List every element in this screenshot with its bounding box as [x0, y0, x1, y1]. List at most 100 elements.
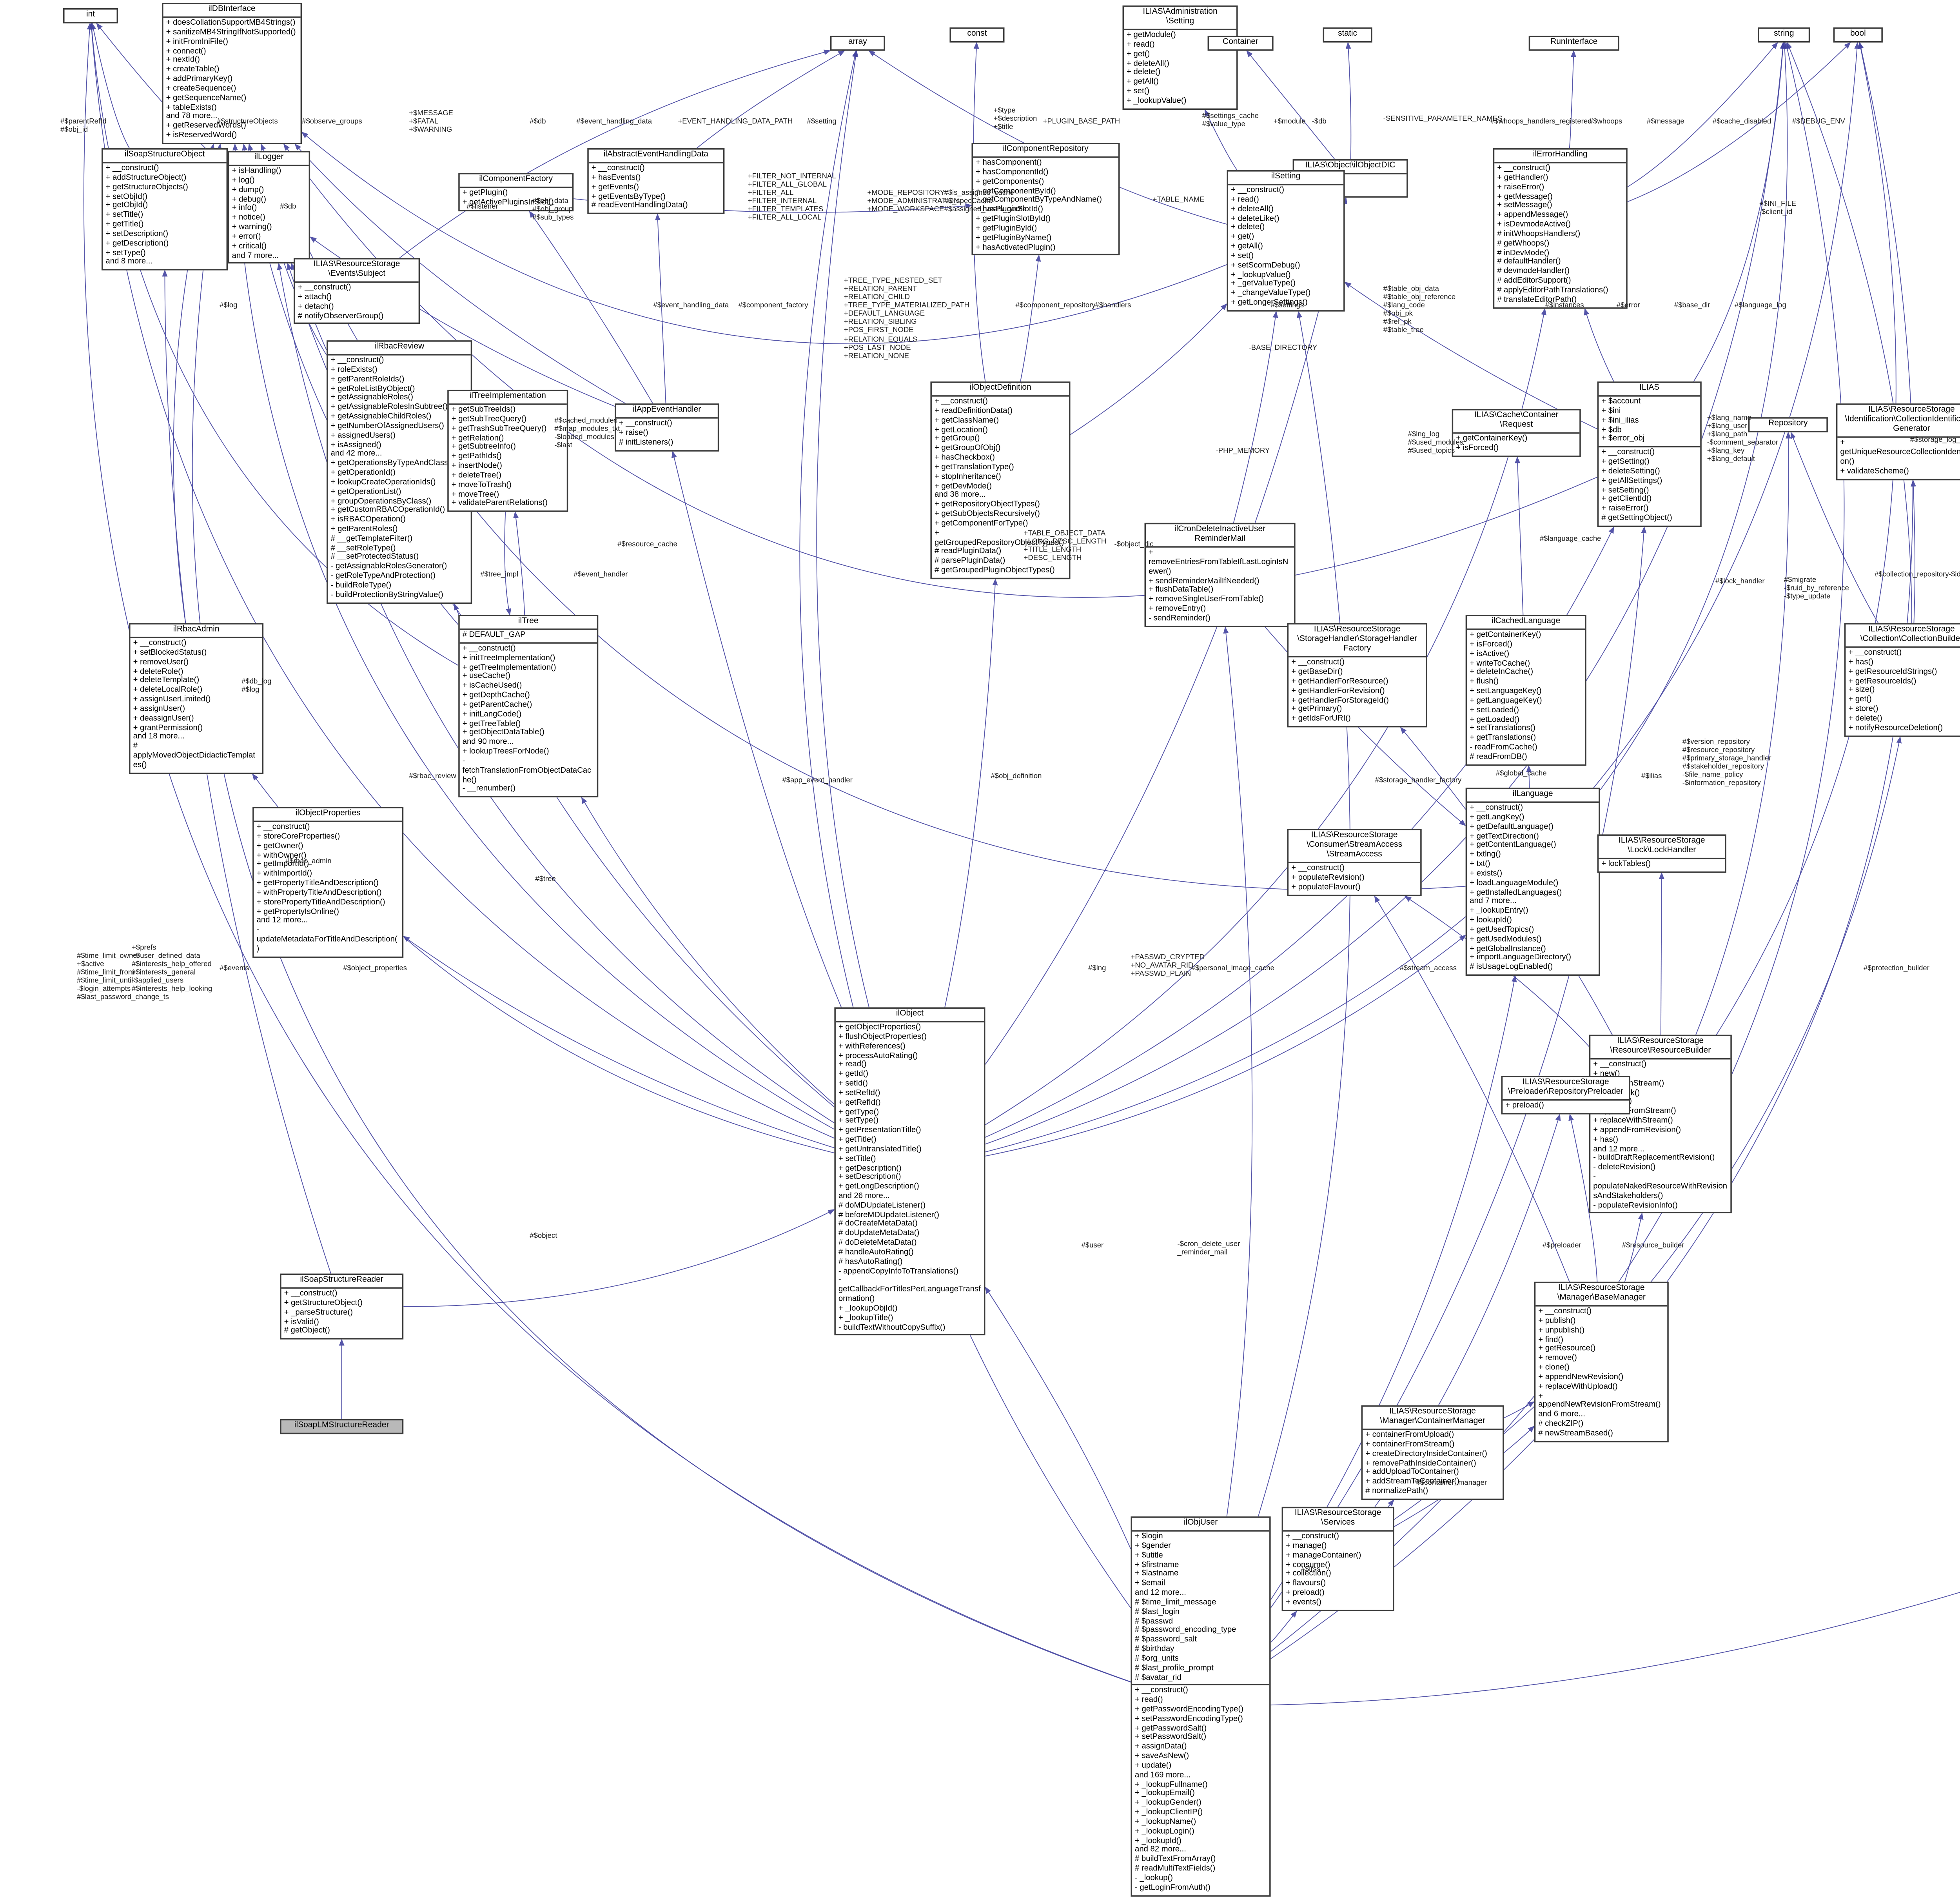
attribute: + $db [1601, 426, 1622, 435]
class-services[interactable]: ILIAS\ResourceStorage\Services+ __constr… [1281, 1507, 1394, 1611]
class-appevent[interactable]: ilAppEventHandler+ __construct()+ raise(… [615, 403, 719, 451]
edge-label: #$storage_log_enabled [1910, 436, 1960, 445]
class-streamaccess[interactable]: ILIAS\ResourceStorage\Consumer\StreamAcc… [1287, 829, 1422, 896]
class-bool[interactable]: bool [1833, 27, 1883, 43]
class-resbuilder[interactable]: ILIAS\ResourceStorage\Resource\ResourceB… [1589, 1035, 1732, 1214]
methods-section: + __construct()+ attach()+ detach()# not… [295, 281, 419, 323]
methods-section: + doesCollationSupportMB4Strings()+ sani… [163, 16, 301, 142]
edge-label: #$language_log [1734, 302, 1786, 310]
attribute: # DEFAULT_GAP [462, 631, 526, 640]
method: + getHandlerForStorageId() [1291, 696, 1389, 705]
class-adminsetting[interactable]: ILIAS\Administration\Setting+ getModule(… [1122, 5, 1238, 110]
class-lmreader[interactable]: ilSoapLMStructureReader [280, 1419, 404, 1434]
class-int[interactable]: int [63, 8, 118, 24]
method: + isCacheUsed() [462, 682, 522, 691]
class-logger[interactable]: ilLogger+ isHandling()+ log()+ dump()+ d… [228, 151, 310, 264]
class-shfactory[interactable]: ILIAS\ResourceStorage\StorageHandler\Sto… [1287, 623, 1427, 728]
attribute: + $gender [1135, 1542, 1171, 1551]
class-objuser[interactable]: ilObjUser+ $login+ $gender+ $utitle+ $fi… [1131, 1516, 1271, 1896]
edge [1258, 310, 1351, 1517]
edge-label: #$global_cache [1495, 770, 1547, 778]
class-objprops[interactable]: ilObjectProperties+ __construct()+ store… [252, 807, 404, 958]
class-tree[interactable]: ilTree# DEFAULT_GAP+ __construct()+ init… [458, 615, 599, 798]
method: + store() [1848, 705, 1878, 714]
method: + getSubTreeQuery() [451, 416, 527, 424]
edge-label: #$is_assigned_cache #$_specCache #$assig… [944, 189, 1027, 214]
edge [1790, 432, 1879, 623]
class-comprepo[interactable]: ilComponentRepository+ hasComponent()+ h… [971, 143, 1120, 256]
edge [513, 511, 525, 615]
attribute: # $birthday [1135, 1645, 1174, 1654]
class-subject[interactable]: ILIAS\ResourceStorage\Events\Subject+ __… [294, 258, 420, 325]
class-preloader[interactable]: ILIAS\ResourceStorage\Preloader\Reposito… [1501, 1076, 1630, 1115]
class-title: Repository [1768, 420, 1808, 428]
method: # buildTextFromArray() [1135, 1855, 1216, 1864]
method: + populateRevision() [1291, 874, 1365, 883]
class-setting[interactable]: ilSetting+ __construct()+ read()+ delete… [1227, 170, 1345, 312]
method: + remove() [1538, 1355, 1577, 1363]
attribute: + $lastname [1135, 1570, 1179, 1579]
class-language[interactable]: ilLanguage+ __construct()+ getLangKey()+… [1465, 788, 1600, 976]
method: + getPluginSlotById() [975, 215, 1051, 224]
class-collbuilder[interactable]: ILIAS\ResourceStorage\Collection\Collect… [1844, 623, 1960, 737]
method: + __construct() [1538, 1308, 1592, 1316]
method: + getTextDirection() [1470, 832, 1539, 841]
class-const[interactable]: const [949, 27, 1005, 43]
edge-label: -$id_generator [1948, 571, 1960, 579]
class-string[interactable]: string [1758, 27, 1810, 43]
class-db[interactable]: ilDBInterface+ doesCollationSupportMB4St… [162, 3, 302, 144]
edge [816, 50, 869, 1008]
method: + getPluginById() [975, 225, 1037, 233]
class-static[interactable]: static [1323, 27, 1372, 43]
method: + dump() [232, 186, 264, 195]
class-structobj[interactable]: ilSoapStructureObject+ __construct()+ ad… [102, 148, 228, 271]
edge-label: #$component_factory [738, 302, 808, 310]
method: + setDescription() [105, 230, 169, 239]
method: + getTreeImplementation() [462, 663, 556, 672]
edge-label: +$type +$description +$title [993, 107, 1037, 132]
attribute: + $account [1601, 398, 1641, 407]
class-title: ILIAS\ResourceStorage\Preloader\Reposito… [1508, 1078, 1624, 1097]
method: + _lookupClientIP() [1135, 1809, 1203, 1817]
edge [529, 211, 653, 404]
class-cacherequest[interactable]: ILIAS\Cache\Container\Request+ getContai… [1452, 409, 1581, 457]
method: - buildProtectionByStringValue() [330, 591, 443, 600]
method: + getPasswordEncodingType() [1135, 1706, 1243, 1714]
class-treeimpl[interactable]: ilTreeImplementation+ getSubTreeIds()+ g… [447, 390, 568, 512]
class-containermanager[interactable]: ILIAS\ResourceStorage\Manager\ContainerM… [1361, 1405, 1504, 1500]
class-runinterface[interactable]: RunInterface [1528, 36, 1619, 51]
attribute: + $ini [1601, 407, 1621, 416]
edge [1020, 254, 1041, 382]
class-rbacadmin[interactable]: ilRbacAdmin+ __construct()+ setBlockedSt… [129, 623, 264, 774]
class-eventdata[interactable]: ilAbstractEventHandlingData+ __construct… [587, 148, 725, 214]
class-compfactory[interactable]: ilComponentFactory+ getPlugin()+ getActi… [458, 173, 574, 211]
class-container[interactable]: Container [1207, 36, 1274, 51]
method: + lockTables() [1601, 861, 1651, 869]
edge-label: #$container_manager [1416, 1479, 1487, 1488]
method: + getInstalledLanguages() [1470, 888, 1562, 897]
method: + createSequence() [166, 85, 236, 93]
class-object[interactable]: ilObject+ getObjectProperties()+ flushOb… [834, 1007, 985, 1336]
edge [1716, 42, 1896, 1035]
attribute: + $firstname [1135, 1561, 1179, 1570]
method: + getStructureObjects() [105, 183, 188, 192]
class-objdef[interactable]: ilObjectDefinition+ __construct()+ readD… [930, 381, 1071, 579]
edge-label: #$event_handling_data [653, 302, 729, 310]
class-cachedlang[interactable]: ilCachedLanguage+ getContainerKey()+ isF… [1465, 615, 1586, 766]
class-array[interactable]: array [830, 36, 885, 51]
method: + containerFromStream() [1365, 1441, 1455, 1449]
methods-section: + getObjectProperties()+ flushObjectProp… [835, 1021, 984, 1334]
class-lockhandler[interactable]: ILIAS\ResourceStorage\Lock\LockHandler+ … [1597, 834, 1726, 873]
method: + read() [838, 1061, 867, 1070]
method: + getDescription() [838, 1164, 902, 1173]
method: + getModule() [1127, 32, 1176, 40]
class-errorhandling[interactable]: ilErrorHandling+ __construct()+ getHandl… [1493, 148, 1628, 308]
class-reader[interactable]: ilSoapStructureReader+ __construct()+ ge… [280, 1273, 404, 1340]
class-ilias[interactable]: ILIAS+ $account+ $ini+ $ini_ilias+ $db+ … [1597, 381, 1702, 527]
class-rbacreview[interactable]: ilRbacReview+ __construct()+ roleExists(… [327, 340, 472, 603]
edge-label: #$events [220, 964, 249, 973]
class-basemanager[interactable]: ILIAS\ResourceStorage\Manager\BaseManage… [1534, 1282, 1669, 1442]
class-collidgen[interactable]: ILIAS\ResourceStorage\Identification\Col… [1836, 403, 1960, 480]
